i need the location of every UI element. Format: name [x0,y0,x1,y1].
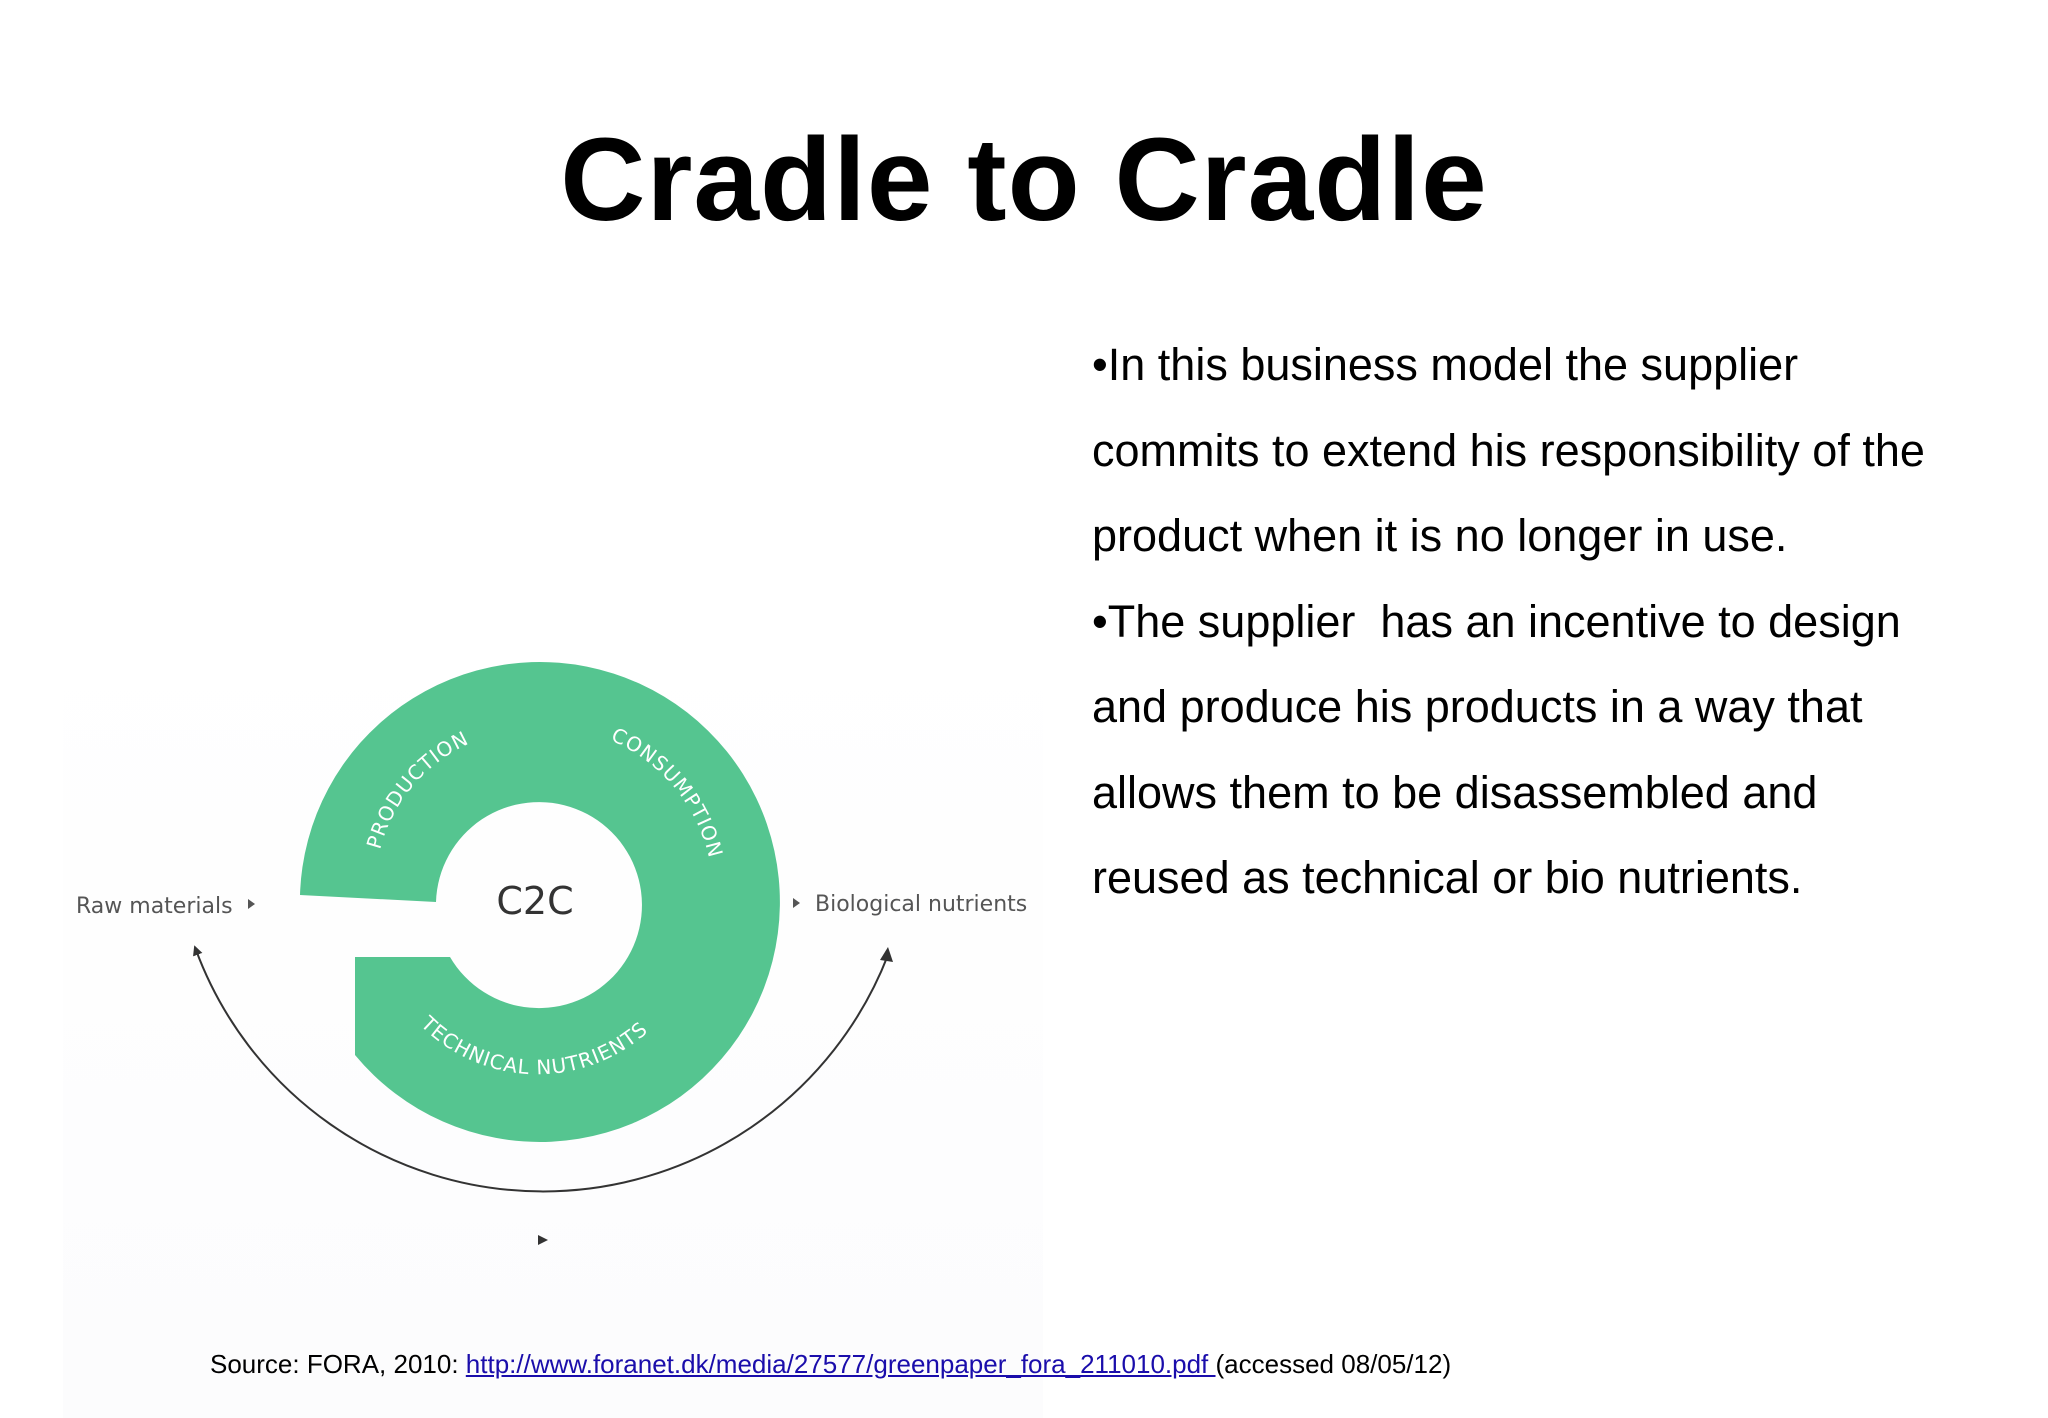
return-arc-start [880,947,893,962]
return-arc-mid-arrow [538,1235,548,1245]
c2c-center-label: C2C [496,879,573,923]
bullet-line: •In this business model the supplier [1092,339,1799,390]
bullet-line: •The supplier has an incentive to design [1092,595,1901,647]
raw-materials-arrow-icon [248,899,255,909]
bullet-line: reused as technical or bio nutrients. [1092,852,1803,903]
source-link[interactable]: http://www.foranet.dk/media/27577/greenp… [465,1349,1216,1379]
raw-materials-label: Raw materials [76,894,233,919]
source-prefix: Source: FORA, 2010: [210,1349,466,1379]
bullet-line: commits to extend his responsibility of … [1092,424,1925,476]
slide-title: Cradle to Cradle [560,114,1488,246]
biological-nutrients-label: Biological nutrients [815,892,1027,917]
return-arc [193,945,889,1193]
source-citation: Source: FORA, 2010: http://www.foranet.d… [210,1348,1451,1380]
source-accessed: (accessed 08/05/12) [1215,1349,1452,1379]
c2c-ring [300,661,780,1142]
bullet-line: product when it is no longer in use. [1092,510,1788,561]
biological-arrow-icon [793,898,800,908]
bullet-text: •In this business model the supplier com… [1092,322,2022,921]
bullet-line: and produce his products in a way that [1092,681,1863,732]
bullet-line: allows them to be disassembled and [1092,766,1818,818]
